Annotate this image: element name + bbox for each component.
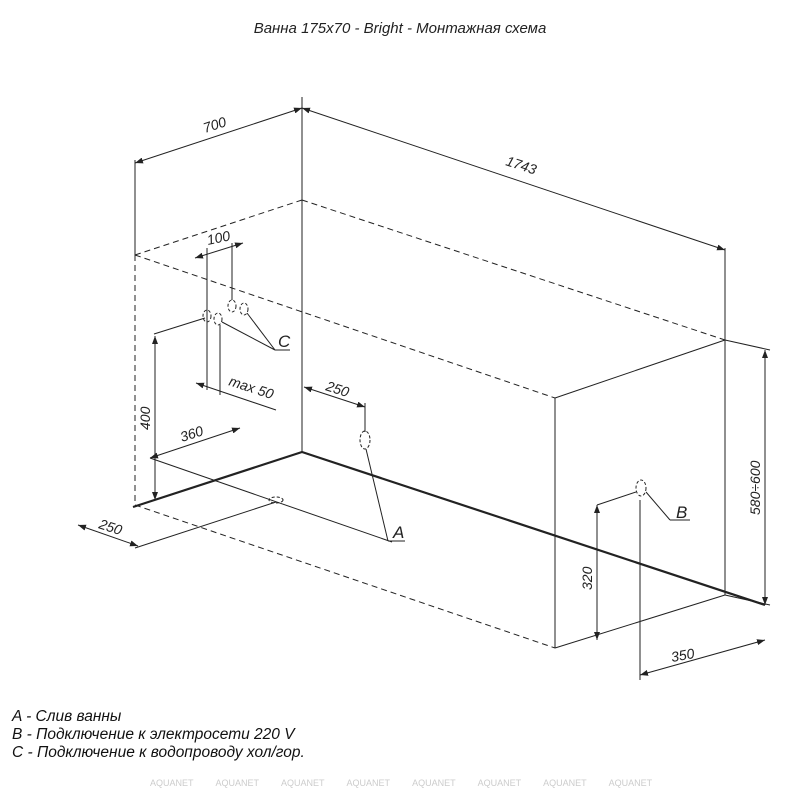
dim-100-line [194, 242, 244, 259]
pipe-c-1-end [213, 312, 223, 326]
dim-350-line [639, 639, 766, 676]
tub-outline [134, 199, 726, 649]
diagram-title: Ванна 175x70 - Bright - Монтажная схема [253, 20, 547, 37]
watermark: AQUANET [608, 778, 653, 788]
dim-250-overflow: 250 [96, 515, 124, 538]
electric-connection-b [635, 479, 647, 497]
label-c: C [278, 332, 291, 351]
dim-250-overflow-line [77, 524, 139, 547]
watermark: AQUANET [543, 778, 587, 788]
dim-700: 700 [201, 113, 228, 136]
watermark: AQUANET [215, 778, 260, 788]
extension-line [153, 317, 206, 335]
dim-580-600: 580÷600 [747, 460, 763, 515]
dim-360-line [149, 427, 241, 459]
dim-max50-line [195, 382, 277, 411]
label-b: B [676, 503, 687, 522]
overflow [268, 496, 284, 504]
watermark: AQUANET [346, 778, 391, 788]
extension-line [149, 457, 393, 543]
extension-line [596, 491, 637, 506]
legend: A - Слив ванны B - Подключение к электро… [12, 708, 305, 762]
dim-400: 400 [137, 406, 153, 430]
floor-right-line [301, 450, 766, 607]
extension-line [134, 501, 277, 549]
extension-line [724, 594, 771, 606]
extension-line [724, 339, 771, 351]
watermark: AQUANET [150, 778, 194, 788]
dim-350: 350 [670, 645, 696, 665]
label-a: A [392, 523, 404, 542]
dim-max-50: max 50 [227, 373, 276, 402]
dim-700-line [134, 107, 303, 164]
legend-item-a: A - Слив ванны [12, 708, 122, 725]
drain-a [359, 430, 371, 450]
legend-item-b: B - Подключение к электросети 220 V [12, 726, 295, 743]
dim-100: 100 [205, 227, 231, 248]
watermark: AQUANET [412, 778, 456, 788]
pipe-c-2-end [239, 302, 249, 316]
dim-1743: 1743 [504, 153, 539, 178]
watermark: AQUANET [281, 778, 325, 788]
floor-left-line [132, 450, 303, 509]
dim-250-drain-line [303, 386, 366, 408]
dim-1743-line [301, 107, 726, 251]
dim-250-drain: 250 [323, 377, 351, 400]
pipe-c-2 [227, 299, 237, 313]
dim-360: 360 [178, 422, 205, 445]
watermark-row: AQUANET AQUANET AQUANET AQUANET AQUANET … [150, 778, 652, 789]
dim-320: 320 [579, 566, 595, 590]
legend-item-c: C - Подключение к водопроводу хол/гор. [12, 744, 305, 761]
watermark: AQUANET [477, 778, 522, 788]
